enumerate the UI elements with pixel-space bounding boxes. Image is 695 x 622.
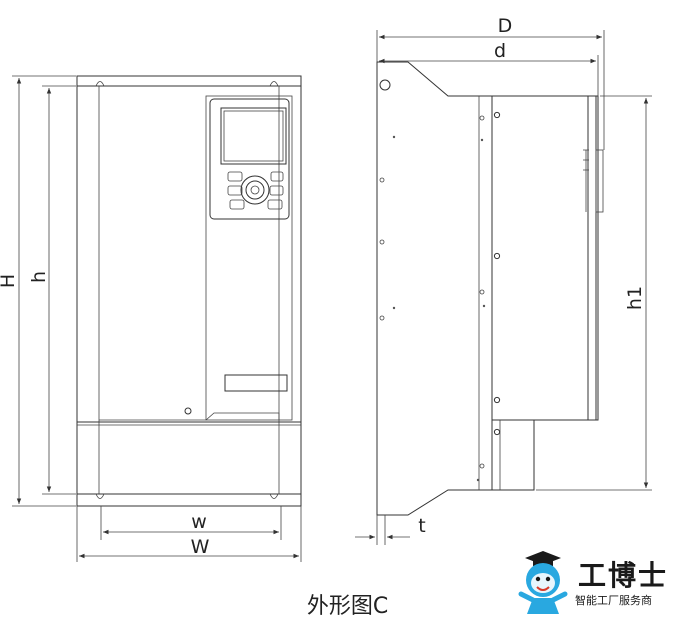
- mascot-icon: [518, 551, 568, 614]
- dim-h1-label: h1: [624, 286, 646, 310]
- figure-caption: 外形图C: [306, 594, 389, 619]
- dim-t-label: t: [418, 515, 425, 537]
- dim-D-label: D: [498, 15, 513, 37]
- dim-W-label: W: [191, 536, 210, 558]
- logo-tagline: 智能工厂服务商: [575, 594, 652, 607]
- logo-brand-text: 工博士: [578, 559, 669, 592]
- dim-H-label: H: [0, 274, 19, 288]
- front-view: H h w W: [0, 75, 302, 562]
- company-logo: 工博士 智能工厂服务商: [513, 548, 693, 618]
- dim-h-label: h: [28, 271, 50, 283]
- dim-w-label: w: [191, 511, 207, 533]
- dim-d-label: d: [494, 40, 506, 62]
- side-view: D d h1 t: [355, 15, 652, 545]
